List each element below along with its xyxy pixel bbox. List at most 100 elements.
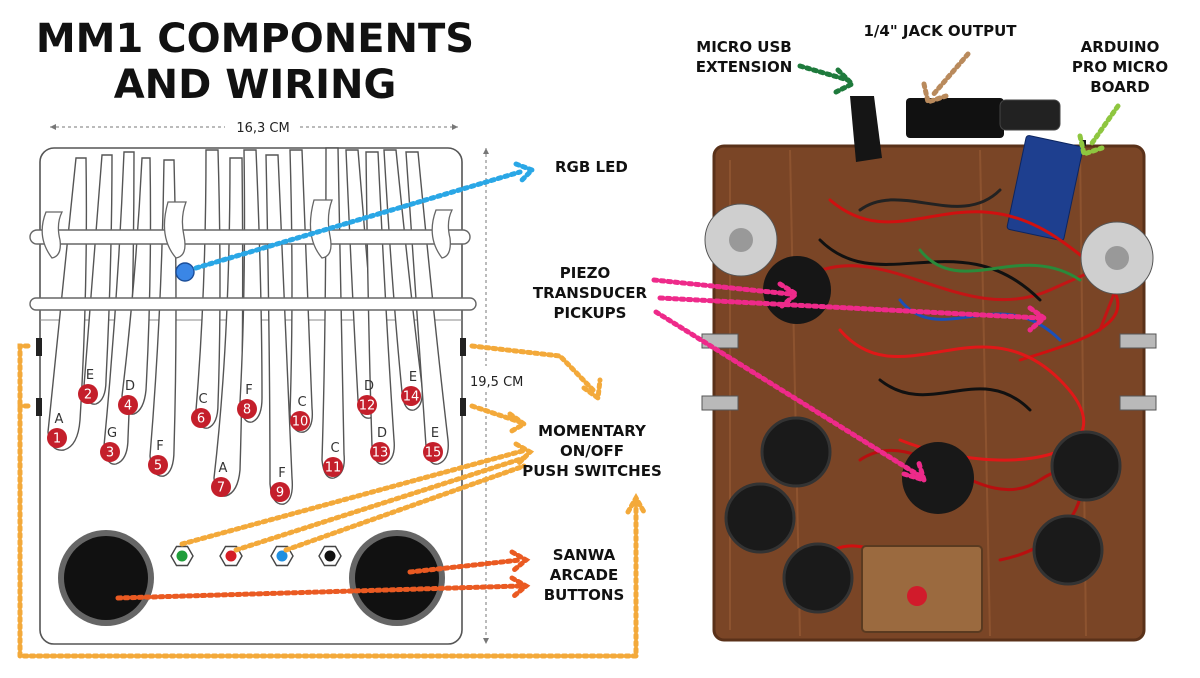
- svg-text:MICRO USB: MICRO USB: [696, 38, 791, 56]
- arrows: [17, 161, 647, 659]
- arrow-micro-usb: [797, 63, 851, 83]
- tine-badge-7: 7A: [211, 461, 231, 497]
- top-bridge-bar: [29, 229, 471, 245]
- tine-badge-8: 8F: [237, 383, 257, 419]
- lower-bridge-bar: [29, 297, 477, 311]
- svg-text:PICKUPS: PICKUPS: [554, 304, 627, 322]
- switch-tab-right-bottom: [460, 398, 466, 416]
- tine-badge-circle: [423, 442, 443, 462]
- tine-badge-1: 1A: [47, 412, 67, 448]
- tine-number: 13: [372, 446, 389, 461]
- arrow-piezo-1: [651, 277, 793, 297]
- svg-text:PUSH SWITCHES: PUSH SWITCHES: [522, 462, 662, 480]
- tine-badge-circle: [323, 457, 343, 477]
- tine-note: F: [278, 466, 285, 481]
- tine-badge-circle: [357, 395, 377, 415]
- rgb-led: [175, 262, 195, 282]
- arrow-piezo-3: [653, 309, 923, 479]
- tine-8: [239, 149, 263, 423]
- tine-4: [121, 157, 152, 415]
- arrow-switch-right-bottom: [469, 403, 523, 425]
- svg-text:PIEZO: PIEZO: [560, 264, 610, 282]
- label-micro-usb: MICRO USB EXTENSION: [696, 38, 793, 76]
- tine-badge-circle: [118, 395, 138, 415]
- svg-text:ARDUINO: ARDUINO: [1081, 38, 1160, 56]
- title-line-1: MM1 COMPONENTS: [36, 16, 474, 62]
- label-momentary: MOMENTARY ON/OFF PUSH SWITCHES: [522, 422, 662, 480]
- tine-note: E: [86, 368, 94, 383]
- tine-note: C: [198, 392, 207, 407]
- arrow-switch-left-loop: [17, 343, 639, 659]
- tine-note: E: [431, 426, 439, 441]
- label-arduino: ARDUINO PRO MICRO BOARD: [1072, 38, 1168, 96]
- label-sanwa: SANWA ARCADE BUTTONS: [544, 546, 625, 604]
- toggle-switch-icon: [701, 333, 1157, 411]
- svg-text:ARCADE: ARCADE: [550, 566, 618, 584]
- tine-number: 11: [325, 461, 342, 476]
- tine-badge-15: 15 E: [423, 426, 443, 462]
- tine-note: D: [377, 426, 387, 441]
- tine-number: 8: [243, 403, 251, 418]
- tine-note: C: [330, 441, 339, 456]
- label-rgb-led: RGB LED: [555, 158, 628, 176]
- tine-6: [195, 149, 221, 429]
- tine-number: 15: [425, 446, 442, 461]
- height-dimension: 19,5 CM: [470, 148, 523, 644]
- tine-badge-circle: [290, 411, 310, 431]
- tine-number: 7: [217, 481, 225, 496]
- tine-note: E: [409, 370, 417, 385]
- red-dot: [907, 586, 927, 606]
- height-dimension-label: 19,5 CM: [470, 375, 523, 390]
- tine-badge-circle: [191, 408, 211, 428]
- label-piezo: PIEZO TRANSDUCER PICKUPS: [533, 264, 648, 322]
- svg-text:SANWA: SANWA: [553, 546, 616, 564]
- circuit-photo: [701, 96, 1157, 642]
- usb-plug-icon: [850, 96, 882, 162]
- svg-text:BUTTONS: BUTTONS: [544, 586, 625, 604]
- tine-note: C: [297, 395, 306, 410]
- tine-badge-2: 2E: [78, 368, 98, 404]
- arcade-button-icon: [724, 140, 1122, 614]
- tine-number: 5: [154, 459, 162, 474]
- arrow-switch-green: [179, 447, 529, 547]
- tine-number: 2: [84, 388, 92, 403]
- arrow-sanwa-left: [115, 583, 523, 601]
- arcade-button-right: [355, 536, 439, 620]
- arrow-jack: [929, 51, 971, 99]
- switch-tab-left-top: [36, 338, 42, 356]
- arcade-button-left: [64, 536, 148, 620]
- bridge-clamps: [41, 199, 454, 259]
- tine-note: F: [156, 439, 163, 454]
- tine-badge-circle: [78, 384, 98, 404]
- tine-badge-circle: [148, 455, 168, 475]
- svg-text:BOARD: BOARD: [1090, 78, 1149, 96]
- width-dimension: 16,3 CM: [50, 121, 458, 136]
- arrow-switch-blue: [283, 463, 527, 553]
- push-switches: [170, 545, 342, 567]
- tine-badge-13: 13 D: [370, 426, 390, 462]
- tine-badge-14: 14 E: [401, 370, 421, 406]
- svg-text:PRO MICRO: PRO MICRO: [1072, 58, 1168, 76]
- tine-badge-11: 11 C: [323, 441, 343, 477]
- push-switch-cap: [324, 550, 336, 562]
- tine-badge-circle: [401, 386, 421, 406]
- arrow-piezo-2: [657, 295, 1043, 321]
- tine-number: 12: [359, 399, 376, 414]
- tine-badge-5: 5F: [148, 439, 168, 475]
- tine-number: 6: [197, 412, 205, 427]
- tine-badge-12: 12D: [357, 379, 377, 415]
- arrow-arduino: [1087, 103, 1121, 149]
- tine-note: A: [55, 412, 64, 427]
- tine-badge-3: 3G: [100, 426, 120, 462]
- tine-2: [83, 154, 113, 405]
- kalimba-drawing: [29, 147, 477, 645]
- tine-badge-4: 4D: [118, 379, 138, 415]
- svg-text:TRANSDUCER: TRANSDUCER: [533, 284, 648, 302]
- svg-text:MOMENTARY: MOMENTARY: [538, 422, 647, 440]
- tine-10: [289, 149, 314, 433]
- arrow-switch-red: [233, 455, 527, 553]
- tine-badge-circle: [370, 442, 390, 462]
- tine-number: 14: [403, 390, 420, 405]
